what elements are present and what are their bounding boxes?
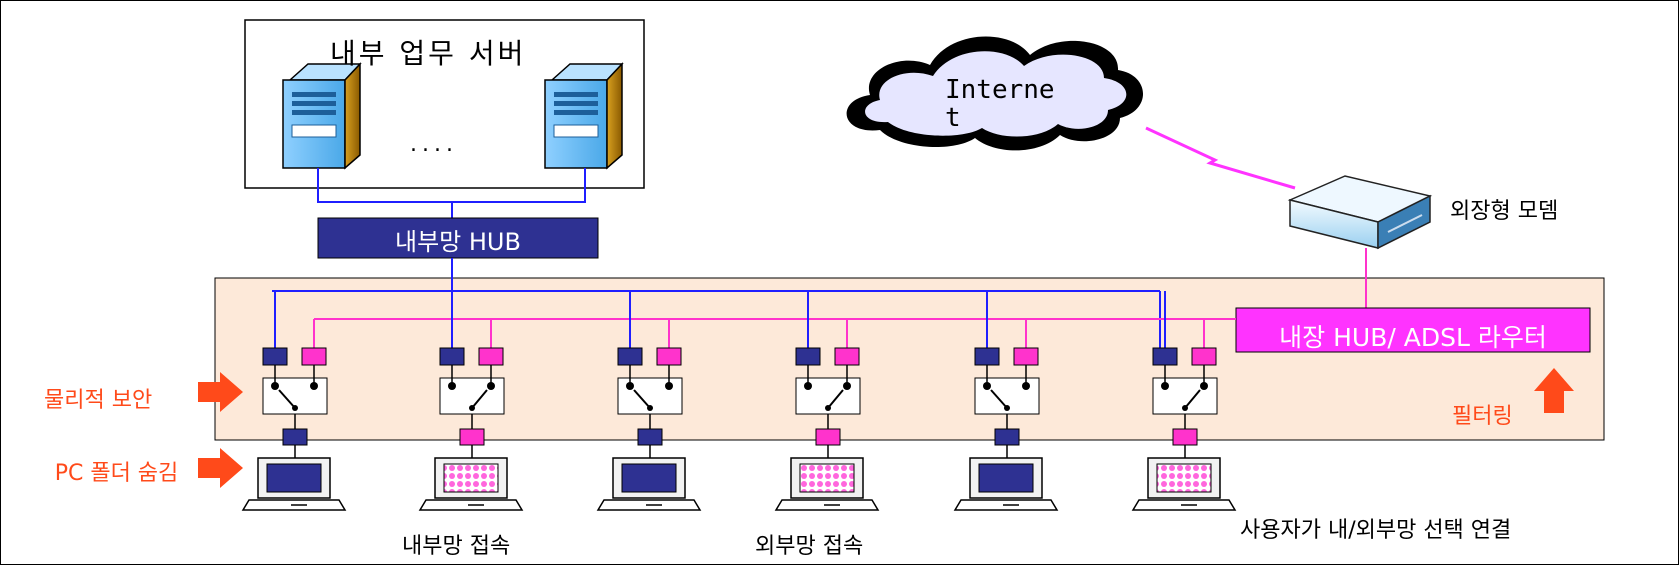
switch-pivot (292, 405, 298, 411)
folder-hiding-arrow-icon (198, 448, 243, 488)
pc-port (282, 428, 308, 446)
laptop-screen (1156, 463, 1212, 493)
laptop-screen (443, 463, 499, 493)
internet-modem-link (1145, 126, 1296, 190)
filtering-label: 필터링 (1452, 404, 1513, 429)
internet-cloud-icon (846, 36, 1144, 151)
switch-contact (983, 382, 991, 390)
pc-units (241, 291, 1237, 511)
switch-contact (271, 382, 279, 390)
internal-port (795, 347, 821, 366)
internal-port (974, 347, 1000, 366)
switch-contact (626, 382, 634, 390)
internal-port (439, 347, 465, 366)
modem-label: 외장형 모뎀 (1450, 199, 1559, 224)
switch-lever (827, 389, 844, 409)
laptop-screen (799, 463, 855, 493)
pc-port (1172, 428, 1198, 446)
external-port (301, 347, 327, 366)
pc-zone-panel (214, 277, 1605, 441)
pc-port (637, 428, 663, 446)
pc-port (815, 428, 841, 446)
folder-hiding-label: PC 폴더 숨김 (54, 461, 179, 486)
external-port (834, 347, 860, 366)
external-port (656, 347, 682, 366)
server-icon (282, 62, 362, 170)
switch-contact (1161, 382, 1169, 390)
switch-contact (487, 382, 495, 390)
external-port (1013, 347, 1039, 366)
internal-connection-label: 내부망 접속 (402, 534, 511, 559)
switch-pivot (825, 405, 831, 411)
switch-contact (1022, 382, 1030, 390)
switch-pivot (1004, 405, 1010, 411)
switch-contact (310, 382, 318, 390)
server-icon (544, 62, 624, 170)
internal-hub (317, 217, 599, 259)
modem-icon (1287, 175, 1433, 250)
internal-port (617, 347, 643, 366)
internal-port (1152, 347, 1178, 366)
switch-contact (1200, 382, 1208, 390)
network-bus (272, 258, 1236, 349)
switch-lever (278, 389, 296, 409)
server-links (317, 168, 586, 220)
laptop-screen (266, 463, 322, 493)
switch-pivot (1182, 405, 1188, 411)
router-box (1235, 307, 1591, 353)
pc-port (459, 428, 485, 446)
internal-hub-label: 내부망 HUB (395, 228, 521, 256)
switch-lever (990, 389, 1008, 409)
user-selection-label: 사용자가 내/외부망 선택 연결 (1240, 518, 1512, 543)
switch-contact (448, 382, 456, 390)
external-port (1191, 347, 1217, 366)
switch-contact (843, 382, 851, 390)
filtering-arrow-icon (1534, 368, 1574, 413)
switch-lever (633, 389, 651, 409)
server-ellipsis: .... (410, 132, 458, 157)
switch-lever (471, 389, 488, 409)
external-connection-label: 외부망 접속 (755, 534, 864, 559)
laptop-screen (621, 463, 677, 493)
physical-security-label: 물리적 보안 (44, 388, 153, 413)
physical-security-arrow-icon (198, 372, 243, 412)
switch-lever (1184, 389, 1201, 409)
switch-contact (804, 382, 812, 390)
internal-port (262, 347, 288, 366)
switch-pivot (469, 405, 475, 411)
router-label: 내장 HUB/ ADSL 라우터 (1279, 323, 1547, 352)
server-box-title: 내부 업무 서버 (330, 37, 527, 70)
laptop-screen (978, 463, 1034, 493)
external-port (478, 347, 504, 366)
switch-pivot (647, 405, 653, 411)
pc-port (994, 428, 1020, 446)
switch-contact (665, 382, 673, 390)
internet-label: Interne t (945, 75, 1055, 133)
